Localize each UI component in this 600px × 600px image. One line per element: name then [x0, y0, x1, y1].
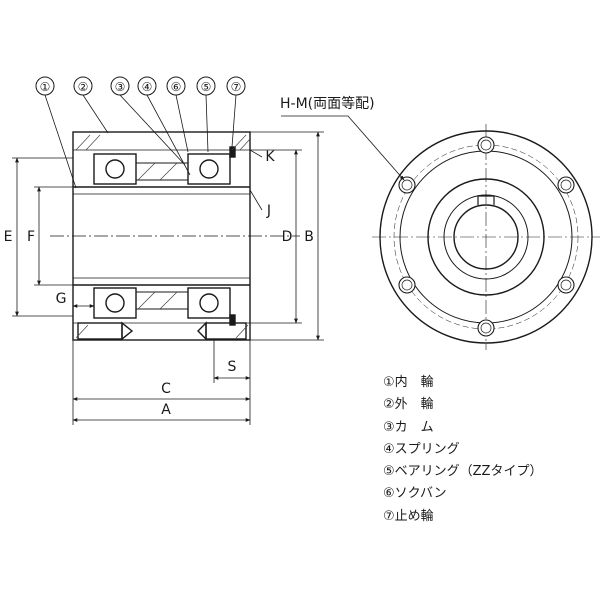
svg-text:④: ④: [142, 80, 153, 94]
label-f: F: [27, 229, 35, 245]
hole-note-leader: [281, 115, 405, 181]
dimension-labels: E F G D B K J C A S: [4, 149, 314, 418]
legend-item: ⑤ベアリング（ZZタイプ）: [383, 464, 543, 480]
hole-note: H-M(両面等配): [280, 95, 375, 112]
mounting-hole: [398, 176, 416, 194]
ball-top-left: [105, 159, 125, 179]
retaining-ring-top: [229, 146, 236, 158]
svg-text:②: ②: [78, 80, 89, 94]
callout-6: ⑥: [166, 76, 186, 96]
mounting-hole: [398, 276, 416, 294]
section-hatching: [75, 134, 251, 339]
bearing-bottom-right: [187, 287, 231, 319]
svg-text:③: ③: [115, 80, 126, 94]
legend-item: ②外 輪: [383, 397, 434, 413]
mounting-holes: [398, 136, 575, 337]
bearing-bottom-left: [93, 287, 137, 319]
legend-item: ①内 輪: [383, 375, 434, 390]
callouts: ① ② ③ ④ ⑥ ⑤ ⑦: [35, 76, 246, 96]
ball-bottom-right: [199, 293, 219, 313]
mounting-hole: [477, 319, 495, 337]
legend-item: ⑥ソクバン: [383, 486, 447, 502]
legend-item: ③カ ム: [383, 419, 434, 435]
mounting-hole: [477, 136, 495, 154]
callout-3: ③: [110, 76, 130, 96]
bearing-top-right: [187, 153, 231, 185]
svg-text:①: ①: [40, 80, 51, 94]
legend-item: ④スプリング: [383, 441, 460, 457]
callout-leaders: [44, 94, 263, 211]
svg-text:⑦: ⑦: [231, 80, 242, 94]
callout-2: ②: [73, 76, 93, 96]
label-k: K: [265, 149, 275, 165]
parts-legend: ①内 輪 ②外 輪 ③カ ム ④スプリング ⑤ベアリング（ZZタイプ） ⑥ソクバ…: [383, 372, 593, 528]
callout-1: ①: [35, 76, 55, 96]
bolt-left-tip: [121, 321, 134, 341]
front-view: [372, 124, 600, 350]
mounting-hole: [557, 176, 575, 194]
callout-4: ④: [137, 76, 157, 96]
callout-7: ⑦: [226, 76, 246, 96]
callout-5: ⑤: [196, 76, 216, 96]
label-c: C: [161, 381, 171, 397]
svg-text:⑤: ⑤: [201, 80, 212, 94]
dimensions: [12, 131, 324, 425]
legend-item: ⑦止め輪: [383, 508, 434, 524]
retaining-ring-bottom: [229, 314, 236, 326]
label-s: S: [228, 359, 237, 375]
svg-text:⑥: ⑥: [171, 80, 182, 94]
bearing-top-left: [93, 153, 137, 185]
label-d: D: [282, 229, 293, 245]
label-e: E: [4, 229, 13, 245]
section-view: [50, 131, 300, 341]
ball-top-right: [199, 159, 219, 179]
label-g: G: [56, 291, 67, 307]
bolt-left: [77, 322, 123, 340]
label-a: A: [161, 402, 171, 418]
label-b: B: [304, 229, 314, 245]
bolt-right: [205, 322, 247, 340]
bolt-right-tip: [197, 321, 207, 341]
mounting-hole: [557, 276, 575, 294]
ball-bottom-left: [105, 293, 125, 313]
label-j: J: [266, 203, 271, 219]
